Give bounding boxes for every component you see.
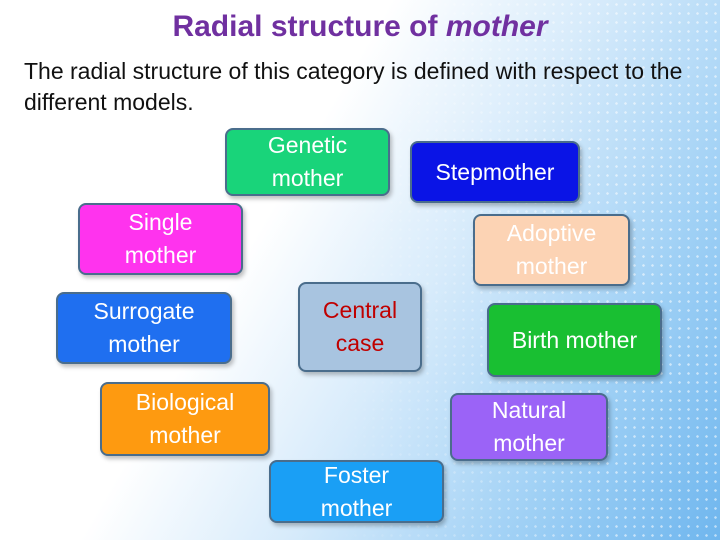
node-natural-mother: Natural mother bbox=[450, 393, 608, 461]
node-label: Central case bbox=[322, 297, 398, 356]
intro-text: The radial structure of this category is… bbox=[24, 58, 683, 115]
node-biological-mother: Biological mother bbox=[100, 382, 270, 456]
node-foster-mother: Foster mother bbox=[269, 460, 444, 523]
node-label: Single mother bbox=[124, 209, 197, 268]
node-label: Stepmother bbox=[435, 158, 555, 185]
node-label: Adoptive mother bbox=[506, 220, 597, 279]
node-label: Genetic mother bbox=[267, 132, 348, 191]
node-surrogate-mother: Surrogate mother bbox=[56, 292, 232, 364]
node-label: Surrogate mother bbox=[93, 298, 195, 357]
node-central-case: Central case bbox=[298, 282, 422, 372]
node-label: Natural mother bbox=[491, 397, 567, 456]
slide-title: Radial structure of mother bbox=[0, 10, 720, 44]
node-genetic-mother: Genetic mother bbox=[225, 128, 390, 196]
node-stepmother: Stepmother bbox=[410, 141, 580, 203]
node-label: Birth mother bbox=[511, 326, 638, 353]
node-label: Biological mother bbox=[135, 389, 235, 448]
node-label: Foster mother bbox=[320, 461, 393, 521]
title-text: Radial structure of bbox=[172, 10, 446, 43]
title-emphasis: mother bbox=[445, 10, 548, 43]
node-birth-mother: Birth mother bbox=[487, 303, 662, 377]
node-adoptive-mother: Adoptive mother bbox=[473, 214, 630, 286]
node-single-mother: Single mother bbox=[78, 203, 243, 275]
